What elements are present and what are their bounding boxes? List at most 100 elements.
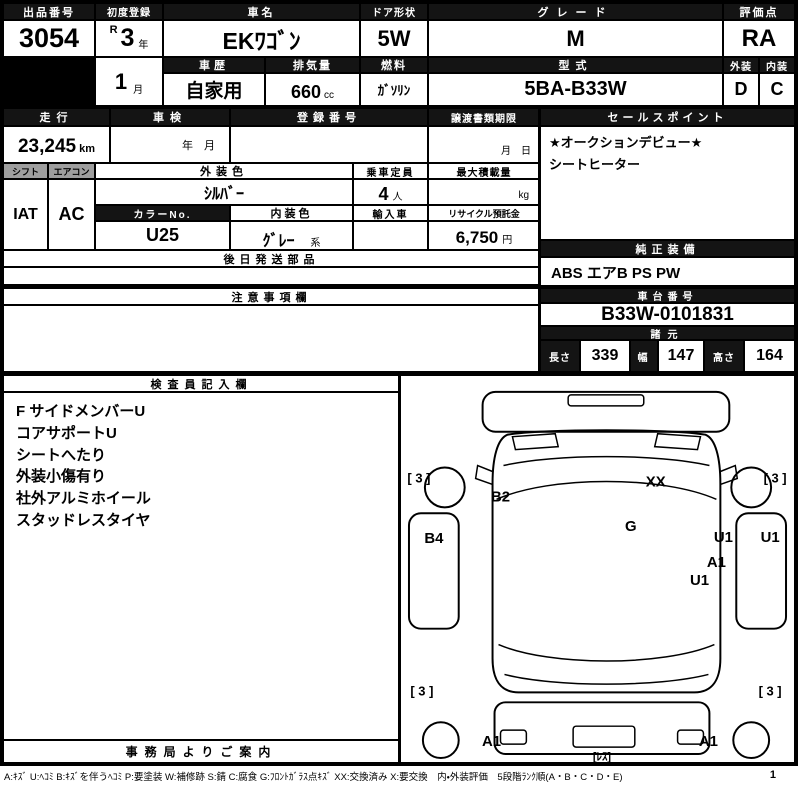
length-value: 339 bbox=[580, 340, 630, 372]
separator bbox=[0, 105, 798, 108]
diagram-marker: A1 bbox=[699, 733, 718, 750]
displacement-value: 660 bbox=[290, 82, 322, 102]
exterior-grade-header: 外装 bbox=[723, 57, 759, 73]
width-label: 幅 bbox=[630, 340, 658, 372]
license-plate-area bbox=[572, 725, 636, 748]
office-info-header: 事務局よりご案内 bbox=[3, 740, 400, 763]
rear-window-line bbox=[498, 643, 715, 662]
wheel-rear-right bbox=[732, 721, 771, 760]
interior-color-unit: 系 bbox=[310, 238, 321, 249]
side-panel-left bbox=[407, 512, 460, 630]
sales-point-line: ★オークションデビュー★ bbox=[549, 135, 703, 150]
registration-no-header: 登録番号 bbox=[230, 108, 428, 126]
separator bbox=[538, 105, 541, 375]
shift-value: IAT bbox=[3, 179, 48, 250]
exhibit-no-header: 出品番号 bbox=[3, 3, 95, 20]
grade-value: M bbox=[428, 20, 723, 57]
score-value: RA bbox=[723, 20, 795, 57]
separator bbox=[398, 372, 401, 763]
interior-color-header: 内装色 bbox=[230, 205, 353, 221]
history-value: 自家用 bbox=[163, 73, 265, 106]
diagram-marker: [ 3 ] bbox=[410, 683, 433, 698]
car-body-outline bbox=[491, 429, 722, 694]
diagram-marker: A1 bbox=[707, 554, 726, 571]
width-value: 147 bbox=[658, 340, 704, 372]
diagram-marker: U1 bbox=[714, 529, 733, 546]
first-reg-era: R bbox=[109, 24, 118, 36]
imported-value bbox=[353, 221, 428, 250]
separator bbox=[0, 285, 798, 288]
model-code-value: 5BA-B33W bbox=[428, 73, 723, 106]
history-header: 車歴 bbox=[163, 57, 265, 73]
wheel-front-left bbox=[423, 466, 466, 509]
diagram-marker: XX bbox=[646, 473, 666, 490]
sales-points-header: セールスポイント bbox=[540, 108, 795, 126]
rear-lamp-left bbox=[499, 729, 528, 745]
color-no-header: カラーNo. bbox=[95, 205, 230, 221]
later-parts-header: 後日発送部品 bbox=[3, 250, 540, 267]
exterior-color-header: 外装色 bbox=[95, 163, 353, 179]
first-reg-year: 3 bbox=[120, 24, 135, 52]
windshield-line bbox=[496, 480, 717, 501]
capacity-value: 4 bbox=[378, 184, 389, 204]
mileage-value: 23,245 bbox=[17, 136, 77, 157]
mirror-right bbox=[720, 464, 739, 486]
capacity-cell: 4 人 bbox=[353, 179, 428, 205]
rear-bumper bbox=[493, 701, 711, 756]
diagram-marker: G bbox=[625, 518, 637, 535]
aircon-header: エアコン bbox=[48, 163, 95, 179]
later-parts-value bbox=[3, 267, 540, 285]
transfer-deadline-value: 月 日 bbox=[428, 126, 540, 163]
first-reg-month-cell: 1 月 bbox=[95, 57, 163, 106]
inspection-value: 年 月 bbox=[110, 126, 230, 163]
car-name-value: EKﾜｺﾞﾝ bbox=[163, 20, 360, 57]
first-reg-header: 初度登録 bbox=[95, 3, 163, 20]
mileage-header: 走行 bbox=[3, 108, 110, 126]
recycle-deposit-cell: 6,750 円 bbox=[428, 221, 540, 250]
sales-points-box: ★オークションデビュー★ シートヒーター bbox=[540, 126, 795, 240]
recycle-deposit-header: リサイクル預託金 bbox=[428, 205, 540, 221]
diagram-marker: B2 bbox=[491, 488, 510, 505]
legend-text: A:ｷｽﾞ U:ﾍｺﾐ B:ｷｽﾞを伴うﾍｺﾐ P:要塗装 W:補修跡 S:錆 … bbox=[4, 772, 623, 783]
max-load-cell: kg bbox=[428, 179, 540, 205]
headlight-right bbox=[653, 432, 702, 451]
grade-header: グレード bbox=[428, 3, 723, 20]
inspector-note-line: 外装小傷有り bbox=[16, 468, 107, 486]
diagram-marker: U1 bbox=[690, 572, 709, 589]
wheel-front-right bbox=[730, 466, 773, 509]
displacement-unit: cc bbox=[324, 90, 335, 101]
inspector-note-line: スタッドレスタイヤ bbox=[16, 511, 151, 529]
side-panel-right bbox=[735, 512, 788, 630]
color-no-value: U25 bbox=[95, 221, 230, 250]
height-value: 164 bbox=[744, 340, 795, 372]
recycle-deposit-value: 6,750 bbox=[455, 228, 499, 247]
interior-color-cell: ｸﾞﾚｰ 系 bbox=[230, 221, 353, 250]
interior-grade-value: C bbox=[759, 73, 795, 106]
front-grille bbox=[567, 394, 645, 407]
displacement-header: 排気量 bbox=[265, 57, 360, 73]
dimensions-header: 諸元 bbox=[540, 326, 795, 340]
caution-value bbox=[3, 305, 540, 372]
headlight-left bbox=[511, 432, 560, 451]
imported-header: 輸入車 bbox=[353, 205, 428, 221]
first-reg-year-unit: 年 bbox=[138, 40, 149, 51]
caution-header: 注意事項欄 bbox=[3, 288, 540, 305]
displacement-cell: 660 cc bbox=[265, 73, 360, 106]
exhibit-no-value: 3054 bbox=[3, 20, 95, 57]
inspection-header: 車検 bbox=[110, 108, 230, 126]
mirror-left bbox=[474, 464, 493, 486]
exterior-grade-value: D bbox=[723, 73, 759, 106]
inspector-notes: F サイドメンバーU コアサポートU シートへたり 外装小傷有り 社外アルミホイ… bbox=[3, 392, 400, 740]
inspector-note-line: コアサポートU bbox=[16, 424, 117, 442]
max-load-header: 最大積載量 bbox=[428, 163, 540, 179]
chassis-no-value: B33W-0101831 bbox=[540, 303, 795, 326]
genuine-equipment-value: ABS エアB PS PW bbox=[540, 257, 795, 287]
shift-header: シフト bbox=[3, 163, 48, 179]
sales-point-line: シートヒーター bbox=[549, 157, 641, 173]
chassis-no-header: 車台番号 bbox=[540, 288, 795, 303]
first-reg-year-cell: R 3 年 bbox=[95, 20, 163, 57]
score-header: 評価点 bbox=[723, 3, 795, 20]
